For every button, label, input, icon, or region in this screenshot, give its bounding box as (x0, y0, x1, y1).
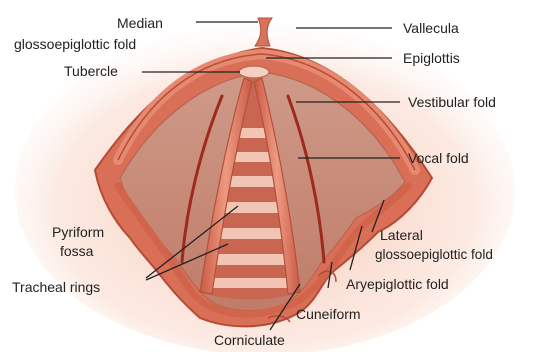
tubercle-shape (239, 66, 269, 78)
label-vestibular-fold: Vestibular fold (408, 94, 496, 110)
label-corniculate: Corniculate (214, 332, 285, 348)
label-vallecula: Vallecula (403, 20, 459, 36)
label-median-line2: glossoepiglottic fold (14, 36, 136, 52)
label-cuneiform: Cuneiform (296, 306, 361, 322)
label-tracheal-rings: Tracheal rings (12, 279, 100, 295)
label-epiglottis: Epiglottis (403, 50, 460, 66)
label-lateral-line2: glossoepiglottic fold (375, 247, 493, 262)
label-median-line1: Median (117, 15, 163, 31)
label-vocal-fold: Vocal fold (408, 150, 469, 166)
label-pyriform-line2: fossa (60, 243, 94, 259)
label-aryepiglottic-fold: Aryepiglottic fold (346, 276, 449, 292)
label-lateral-line1: Lateral (380, 227, 423, 243)
label-tubercle: Tubercle (64, 63, 118, 79)
label-pyriform-line1: Pyriform (52, 224, 104, 240)
